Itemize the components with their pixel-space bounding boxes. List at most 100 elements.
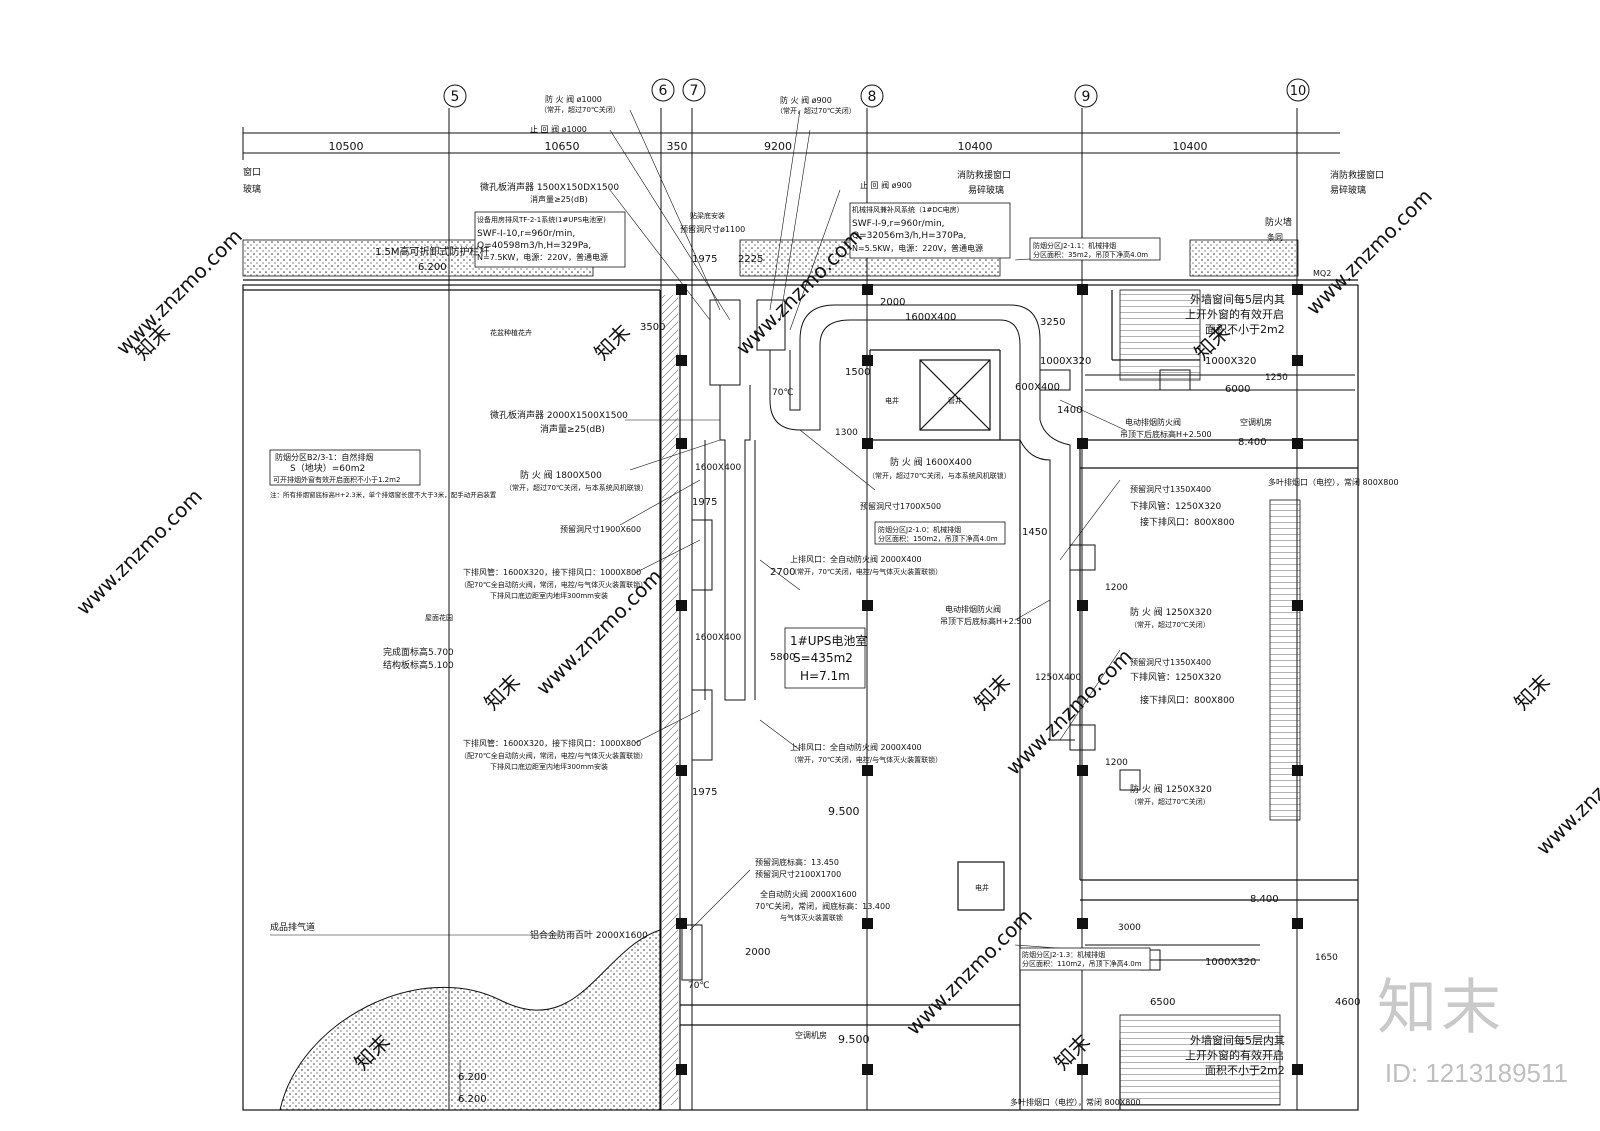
smoke-window-1: 外墙窗间每5层内其	[1190, 292, 1285, 306]
label-lower-800-1: 接下排风口：800X800	[1140, 516, 1235, 528]
label-fd-1800x500: 防 火 阀 1800X500	[520, 469, 602, 481]
elev-7: 6.200	[458, 1094, 487, 1105]
building-walls	[242, 279, 1359, 1111]
label-zone-left-1: 防烟分区B2/3-1：自然排烟	[275, 452, 373, 462]
dim-2000-b: 2000	[745, 947, 770, 958]
label-mq2: MQ2	[1313, 269, 1331, 278]
dim-2700: 2700	[770, 567, 795, 578]
brand-watermark: 知末	[1377, 974, 1505, 1041]
label-exhaust-l2c: 下排风口底边距室内地坪300mm安装	[490, 762, 608, 771]
dim-1975-c: 1975	[692, 787, 717, 798]
label-finished-2: 结构板标高5.100	[383, 659, 454, 671]
landscape-curve	[279, 929, 661, 1111]
label-multi-smoke: 多叶排烟口（电控），常闭 800X800	[1268, 477, 1399, 487]
dim-top-2: 10650	[545, 140, 580, 153]
label-ctrl-1000: 止 回 阀 ø1000	[530, 124, 587, 134]
label-zone-j2-11: 防烟分区J2-1.1：机械排烟	[1033, 241, 1116, 250]
label-zone-left-2: S（地块）=60m2	[290, 462, 365, 474]
label-guardrail: 1.5M高可折卸式防护栏杆	[375, 245, 490, 258]
label-upper-2: 上排风口：全自动防火阀 2000X400	[790, 742, 922, 752]
dim-1975-a: 1975	[692, 254, 717, 265]
label-zone-left-note: 注：所有排烟窗底标高H+2.3米，单个排烟窗长度不大于3米，配手动开启装置	[270, 490, 497, 499]
room-ac-1: 空调机房	[1240, 417, 1272, 427]
label-reserved-1100: 预留洞尺寸ø1100	[680, 224, 745, 234]
label-lower-800-2: 接下排风口：800X800	[1140, 694, 1235, 706]
dim-2000-a: 2000	[880, 297, 905, 308]
label-ups-room-2: S=435m2	[793, 651, 853, 665]
label-fan-1c: N=7.5KW，电源：220V，普通电源	[477, 252, 608, 262]
label-smoke-valve-1b: 吊顶下后底标高H+2.500	[1120, 429, 1212, 439]
label-multi-smoke-b: 多叶排烟口（电控），常闭 800X800	[1010, 1097, 1141, 1107]
label-fd-900: 防 火 阀 ø900	[780, 95, 832, 105]
duct-1600x400-mid: 1600X400	[695, 633, 742, 643]
label-ctrl-900: 止 回 阀 ø900	[860, 180, 912, 190]
label-smoke-valve-2b: 吊顶下后底标高H+2.500	[940, 616, 1032, 626]
label-louver: 铝合金防雨百叶 2000X1600	[530, 929, 648, 941]
label-zone-left-3: 可开排烟外窗有效开启面积不小于1.2m2	[273, 475, 400, 484]
stair-3	[1119, 1014, 1281, 1106]
dim-1450: 1450	[1022, 527, 1047, 538]
label-exhaust-l1: 下排风管：1600X320，接下排风口：1000X800	[463, 567, 641, 577]
dim-1500: 1500	[845, 367, 870, 378]
label-fire-window-3: 消防救援窗口	[1330, 169, 1384, 181]
label-zone-j2-10: 防烟分区J2-1.0：机械排烟	[878, 525, 961, 534]
label-shaft: 管井	[948, 396, 962, 405]
dim-top-1: 10500	[329, 140, 364, 153]
duct-600x400: 600X400	[1015, 382, 1060, 393]
axis-9: 9	[1082, 89, 1091, 105]
label-fd-1600x400: 防 火 阀 1600X400	[890, 456, 972, 468]
label-install-note: 贴梁底安装	[690, 211, 725, 220]
label-exhaust-path: 成品排气道	[270, 921, 315, 933]
label-fan-1a: SWF-I-10,r=960r/min,	[477, 229, 575, 239]
label-fd-1800x500-sub: （常开，超过70℃关闭，与本系统风机联锁）	[505, 483, 648, 492]
label-exhaust-l1b: （配70℃全自动防火阀，常闭，电控/与气体灭火装置联锁）	[460, 580, 647, 589]
label-ups-sys-2: 机械排风兼补风系统（1#DC电房）	[852, 205, 964, 214]
annotations: 1.5M高可折卸式防护栏杆 6.200 窗口 玻璃 消防救援窗口 易碎玻璃 消防…	[243, 94, 1399, 1107]
ductwork	[681, 299, 1355, 981]
watermark-site-8: www.znzmo.com	[901, 904, 1037, 1040]
dim-top-6: 10400	[1173, 140, 1208, 153]
label-ceiling: 花盆种植花卉	[490, 328, 532, 337]
label-exhaust-l2: 下排风管：1600X320，接下排风口：1000X800	[463, 738, 641, 748]
elev-4: 9.500	[838, 1033, 870, 1046]
label-zone-j2-13b: 分区面积：110m2，吊顶下净高4.0m	[1022, 959, 1142, 968]
watermark-cn-6: 知末	[1509, 669, 1554, 714]
dim-top-3: 350	[667, 140, 688, 153]
temp-70-b: 70℃	[688, 981, 710, 991]
smoke-window-5: 上开外窗的有效开启	[1185, 1048, 1284, 1062]
label-reserved-1700: 预留洞尺寸1700X500	[860, 501, 941, 511]
room-ac-2: 空调机房	[795, 1030, 827, 1040]
label-fd-1000-sub: （常开，超过70℃关闭）	[540, 105, 620, 114]
label-muffler-1: 微孔板消声器 1500X150DX1500	[480, 181, 619, 193]
label-finished-1: 完成面标高5.700	[383, 646, 454, 658]
label-upper-2b: （常开，70℃关闭，电控/与气体灭火装置联锁）	[790, 755, 942, 764]
label-upper-1: 上排风口：全自动防火阀 2000X400	[790, 554, 922, 564]
smoke-window-6: 面积不小于2m2	[1205, 1064, 1285, 1077]
dim-1975-b: 1975	[692, 497, 717, 508]
elev-1: 6.200	[418, 262, 447, 273]
elev-5: 8.400	[1250, 894, 1279, 905]
label-zone-j2-10b: 分区面积：150m2，吊顶下净高4.0m	[878, 534, 998, 543]
duct-1000x320-b: 1000X320	[1205, 356, 1256, 367]
label-smoke-valve-2: 电动排烟防火阀	[945, 604, 1001, 614]
duct-1250x400: 1250X400	[1035, 673, 1082, 683]
label-boxes	[269, 202, 1161, 971]
watermark-site-3: www.znzmo.com	[1301, 184, 1437, 320]
dim-top-5: 10400	[958, 140, 993, 153]
label-fd-1250-2: 防 火 阀 1250X320	[1130, 783, 1212, 795]
label-fire-window-1: 消防救援窗口	[957, 169, 1011, 181]
elev-2: 8.400	[1238, 437, 1267, 448]
label-lower-1250-2: 下排风管：1250X320	[1130, 671, 1222, 683]
label-elec: 电井	[885, 396, 899, 405]
label-zone-j2-13: 防烟分区J2-1.3：机械排烟	[1022, 950, 1105, 959]
dim-1200-a: 1200	[1105, 583, 1128, 593]
id-watermark: ID: 1213189511	[1384, 1058, 1568, 1088]
label-reserved-13450: 预留洞底标高：13.450	[755, 857, 839, 867]
facade-hatch-right	[1189, 239, 1299, 277]
dim-6500: 6500	[1150, 997, 1175, 1008]
dim-3000: 3000	[1118, 923, 1141, 933]
label-ups-room-3: H=7.1m	[800, 669, 850, 683]
dim-4600: 4600	[1335, 997, 1360, 1008]
label-room-elec2: 电井	[975, 883, 989, 892]
label-reserve-1350-1: 预留洞尺寸1350X400	[1130, 484, 1211, 494]
